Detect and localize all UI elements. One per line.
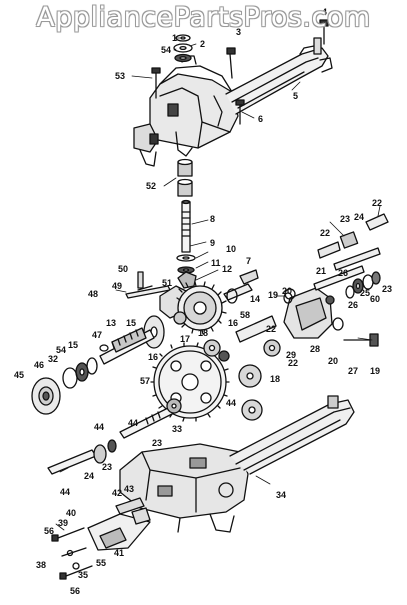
axle-14: [223, 269, 259, 304]
callout-24: 24: [354, 212, 364, 222]
callout-46: 46: [34, 360, 44, 370]
callout-2: 2: [200, 39, 205, 49]
shift-fork-plate: [87, 497, 151, 551]
callout-22-top: 22: [372, 198, 382, 208]
callout-54: 54: [161, 45, 171, 55]
callout-19-low: 19: [370, 366, 380, 376]
callout-45: 45: [14, 370, 24, 380]
callout-23-right: 23: [382, 284, 392, 294]
callout-3: 3: [236, 27, 241, 37]
brake-disc-assembly: [99, 315, 165, 365]
callout-18: 18: [198, 328, 208, 338]
callout-57: 57: [140, 376, 150, 386]
callout-15: 15: [126, 318, 136, 328]
callout-20-low: 20: [328, 356, 338, 366]
callout-33: 33: [172, 424, 182, 434]
lower-left-bolts: [51, 527, 93, 580]
callout-28: 28: [310, 344, 320, 354]
callout-23-top: 23: [340, 214, 350, 224]
callout-4: 4: [322, 7, 327, 17]
callout-48: 48: [88, 289, 98, 299]
callout-32: 32: [48, 354, 58, 364]
callout-22-low: 22: [266, 324, 276, 334]
callout-21: 21: [316, 266, 326, 276]
lower-right-bolts: [283, 292, 379, 347]
callout-56-bottom: 56: [70, 586, 80, 596]
callout-39: 39: [58, 518, 68, 528]
callout-12: 12: [222, 264, 232, 274]
callout-16-left: 16: [148, 352, 158, 362]
lower-shaft-parts: [47, 439, 117, 475]
callout-22-right: 22: [288, 358, 298, 368]
callout-23-lower: 23: [102, 462, 112, 472]
right-axle-parts: [313, 213, 389, 299]
callout-27: 27: [348, 366, 358, 376]
shaft-washers: [176, 254, 197, 289]
left-washer-stack: [31, 357, 98, 415]
lower-housing: [119, 395, 355, 533]
callout-1: 1: [172, 33, 177, 43]
callout-55: 55: [96, 558, 106, 568]
callout-42: 42: [112, 488, 122, 498]
callout-50: 50: [118, 264, 128, 274]
vertical-input-shaft: [181, 199, 191, 253]
callout-53: 53: [115, 71, 125, 81]
callout-26-low: 26: [348, 300, 358, 310]
callout-24-lower: 24: [84, 471, 94, 481]
watermark-text: AppliancePartsPros.com: [36, 2, 371, 33]
callout-17: 17: [180, 334, 190, 344]
callout-58: 58: [240, 310, 250, 320]
callout-7: 7: [246, 256, 251, 266]
bushings: [177, 158, 193, 197]
callout-22-mid: 22: [320, 228, 330, 238]
callout-60: 60: [370, 294, 380, 304]
top-screws: [151, 19, 329, 125]
callout-47: 47: [92, 330, 102, 340]
callout-38: 38: [36, 560, 46, 570]
callout-34: 34: [276, 490, 286, 500]
callout-10: 10: [226, 244, 236, 254]
callout-23-shaft: 23: [152, 438, 162, 448]
callout-15-left: 15: [68, 340, 78, 350]
callout-9: 9: [210, 238, 215, 248]
callout-11: 11: [211, 258, 221, 268]
callout-16: 16: [228, 318, 238, 328]
callout-20-top: 20: [282, 286, 292, 296]
callout-44-center: 44: [226, 398, 236, 408]
callout-56-top: 56: [44, 526, 54, 536]
callout-51: 51: [162, 278, 172, 288]
callout-44-mid: 44: [94, 422, 104, 432]
callout-14: 14: [250, 294, 260, 304]
callout-54-left: 54: [56, 345, 66, 355]
pinion-shaft: [119, 398, 182, 439]
callout-5: 5: [293, 91, 298, 101]
top-washers: [173, 34, 193, 63]
callout-43: 43: [124, 484, 134, 494]
callout-44-lower: 44: [60, 487, 70, 497]
callout-44-shaft: 44: [128, 418, 138, 428]
callout-49: 49: [112, 281, 122, 291]
callout-25: 25: [360, 288, 370, 298]
leader-lines: [55, 37, 381, 531]
callout-35: 35: [78, 570, 88, 580]
callout-18-right: 18: [270, 374, 280, 384]
upper-housing-cover: [133, 37, 333, 167]
callout-29: 29: [286, 350, 296, 360]
callout-52: 52: [146, 181, 156, 191]
callout-40: 40: [66, 508, 76, 518]
callout-26-top: 26: [338, 268, 348, 278]
callout-6: 6: [258, 114, 263, 124]
small-gears: [203, 315, 281, 421]
bevel-gear-assembly: [159, 281, 227, 335]
callout-labels: 1 54 2 3 4 53 5 6 52 8 9 10 11 12 7 50 4…: [14, 7, 392, 596]
callout-13: 13: [106, 318, 116, 328]
callout-19-top: 19: [268, 290, 278, 300]
callout-41: 41: [114, 548, 124, 558]
callout-8: 8: [210, 214, 215, 224]
